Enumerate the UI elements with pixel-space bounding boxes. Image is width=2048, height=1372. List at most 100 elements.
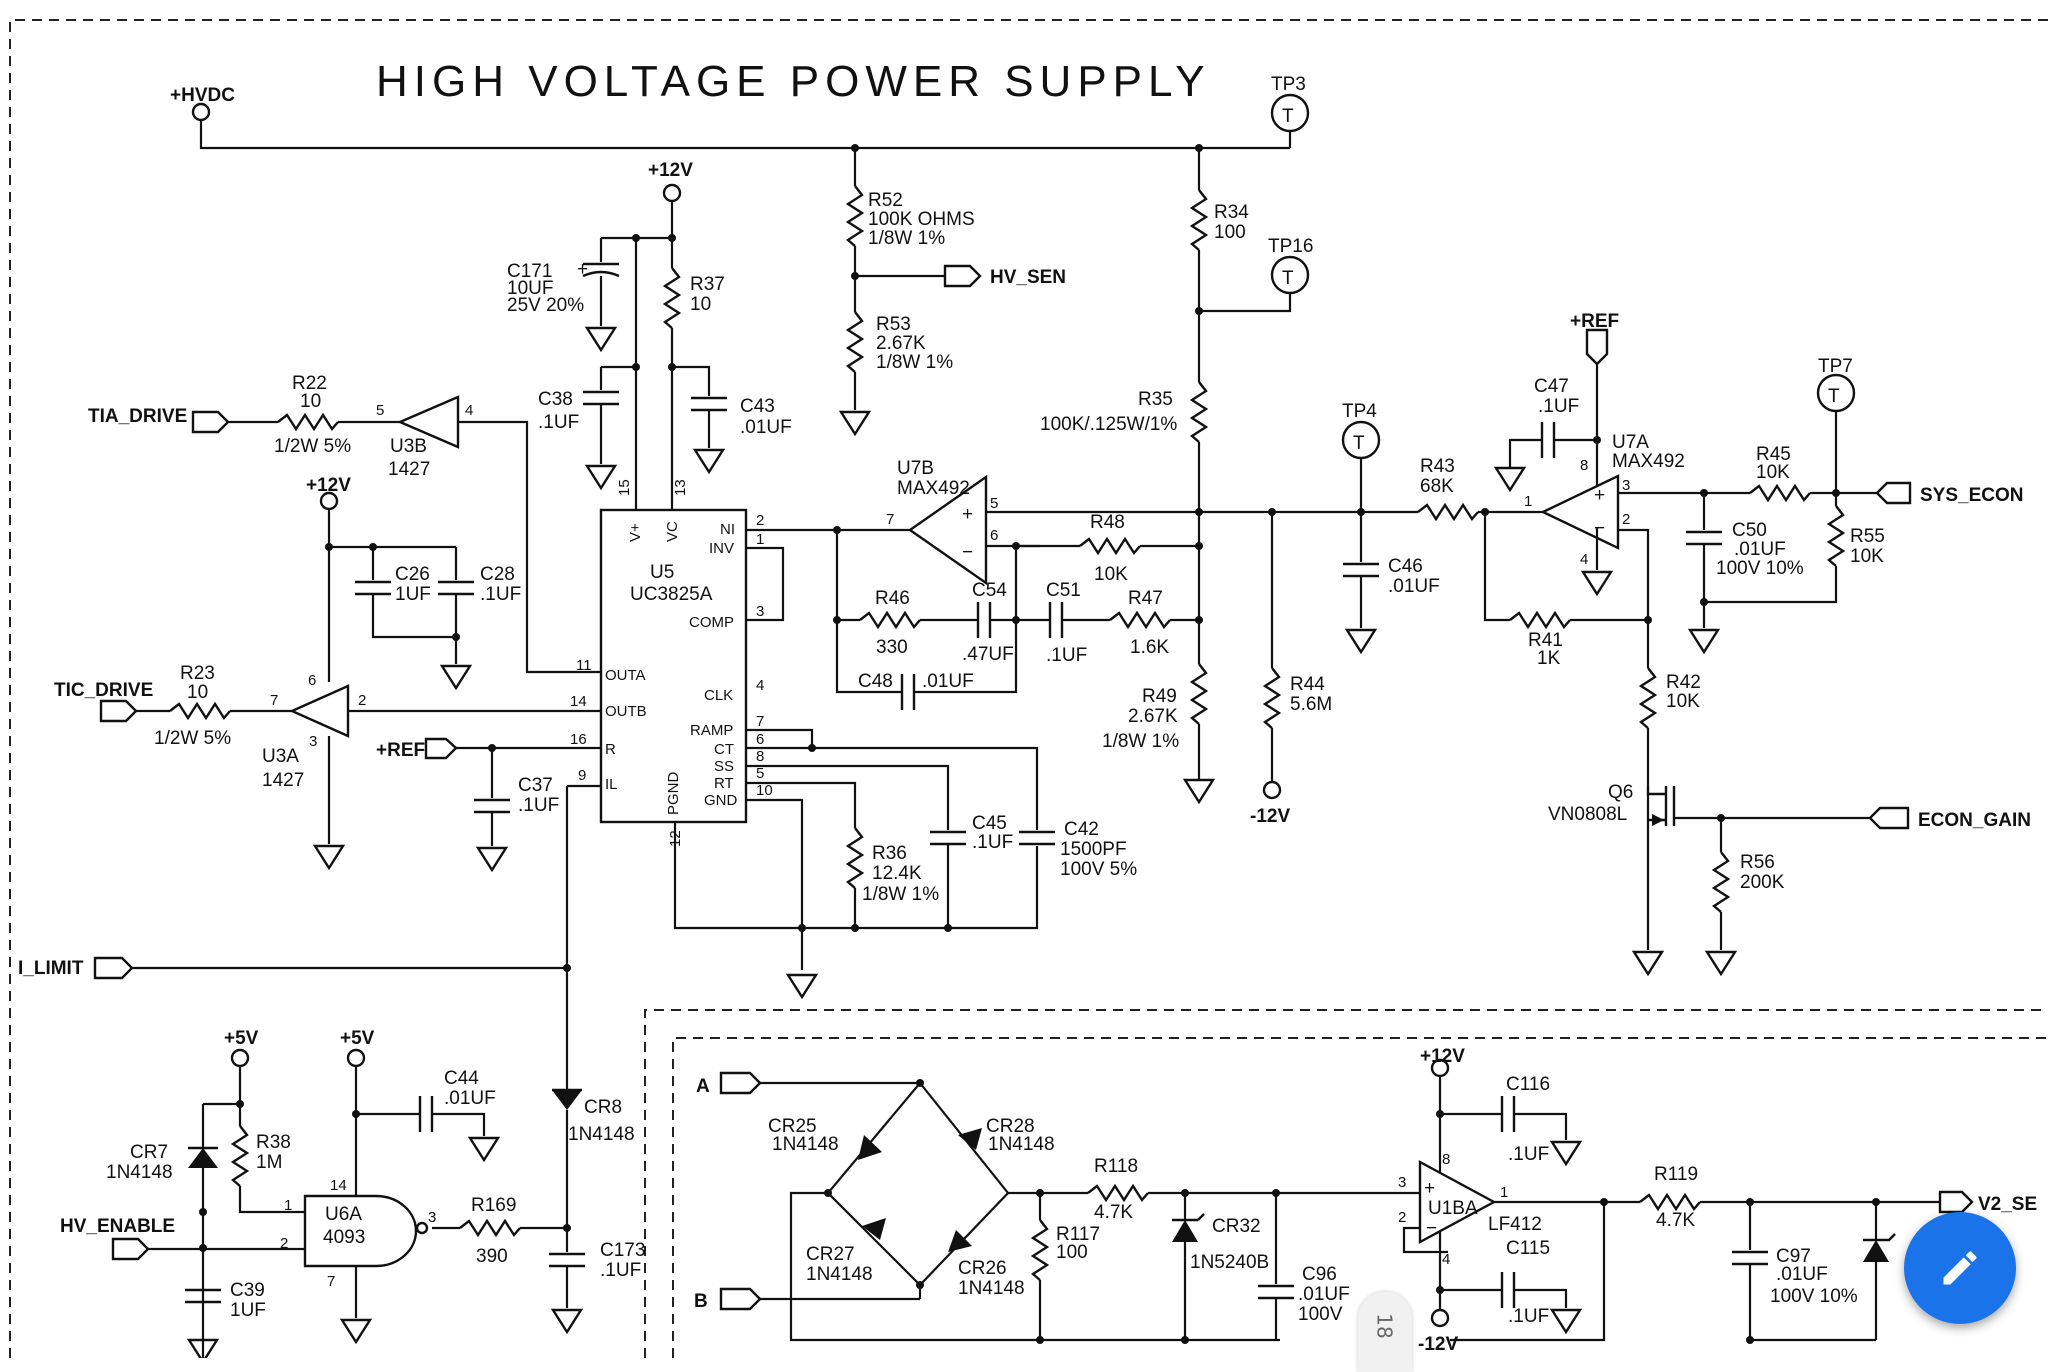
testpoint-tp3: T TP3 xyxy=(1270,74,1310,148)
svg-text:C42: C42 xyxy=(1064,819,1099,840)
svg-text:100V 5%: 100V 5% xyxy=(1060,859,1137,880)
resistor-r42: R42 10K xyxy=(1639,620,1701,786)
svg-text:CR8: CR8 xyxy=(584,1097,622,1118)
svg-text:10K: 10K xyxy=(1850,546,1884,567)
svg-text:.01UF: .01UF xyxy=(444,1088,496,1109)
resistor-r36: R36 12.4K 1/8W 1% xyxy=(846,826,939,928)
svg-text:7: 7 xyxy=(756,713,764,730)
opamp-u1ba: + − U1BA LF412 8 3 2 1 4 +12V -12V xyxy=(1398,1046,1604,1355)
svg-text:12.4K: 12.4K xyxy=(872,863,922,884)
page-number-tab[interactable]: 18 xyxy=(1358,1292,1412,1372)
net-ref-u7a: +REF xyxy=(1570,311,1619,444)
net-ref-u5: +REF xyxy=(376,737,601,761)
svg-text:T: T xyxy=(1282,106,1294,127)
svg-text:B: B xyxy=(694,1291,708,1312)
svg-text:UC3825A: UC3825A xyxy=(630,584,713,605)
resistor-r117: R117 100 xyxy=(1031,1189,1100,1344)
buffer-u3a: 7 6 2 3 U3A 1427 xyxy=(262,672,601,870)
svg-text:3: 3 xyxy=(1398,1174,1406,1191)
svg-text:4.7K: 4.7K xyxy=(1094,1202,1133,1223)
svg-text:COMP: COMP xyxy=(689,614,734,631)
resistor-r56: R56 200K xyxy=(1705,818,1785,976)
resistor-r23: R23 10 1/2W 5% xyxy=(154,663,292,749)
svg-text:SS: SS xyxy=(714,758,734,775)
svg-text:R43: R43 xyxy=(1420,456,1455,477)
svg-text:7: 7 xyxy=(886,511,894,528)
svg-text:MAX492: MAX492 xyxy=(897,478,970,499)
svg-text:U7A: U7A xyxy=(1612,432,1649,453)
svg-text:2.67K: 2.67K xyxy=(876,333,926,354)
svg-text:+REF: +REF xyxy=(376,740,425,761)
svg-text:5: 5 xyxy=(990,495,998,512)
svg-text:R44: R44 xyxy=(1290,674,1325,695)
svg-text:CR32: CR32 xyxy=(1212,1216,1261,1237)
capacitor-c96: C96 .01UF 100V xyxy=(1258,1193,1350,1340)
svg-text:R53: R53 xyxy=(876,314,911,335)
svg-text:1: 1 xyxy=(1524,493,1532,510)
svg-text:RT: RT xyxy=(714,775,734,792)
svg-text:I_LIMIT: I_LIMIT xyxy=(18,958,84,979)
svg-text:TP16: TP16 xyxy=(1268,236,1313,257)
svg-text:4: 4 xyxy=(1580,551,1588,568)
svg-text:1500PF: 1500PF xyxy=(1060,839,1127,860)
net-hvdc-label: +HVDC xyxy=(170,85,235,106)
svg-text:−: − xyxy=(1594,518,1605,539)
diode-cr8: CR8 1N4148 xyxy=(552,1088,635,1252)
svg-text:HV_SEN: HV_SEN xyxy=(990,267,1066,288)
svg-text:CR7: CR7 xyxy=(130,1142,168,1163)
svg-text:R47: R47 xyxy=(1128,588,1163,609)
svg-text:3: 3 xyxy=(428,1209,436,1226)
net-p5-u6a: +5V xyxy=(340,1028,420,1118)
svg-text:10: 10 xyxy=(690,294,711,315)
svg-text:330: 330 xyxy=(876,637,908,658)
svg-text:3: 3 xyxy=(309,733,317,750)
sheet-border-subcircuit xyxy=(644,1009,2048,1358)
svg-text:1N4148: 1N4148 xyxy=(106,1162,173,1183)
svg-text:T: T xyxy=(1353,433,1365,454)
svg-text:R: R xyxy=(605,741,616,758)
svg-text:.1UF: .1UF xyxy=(1508,1144,1549,1165)
svg-text:.1UF: .1UF xyxy=(480,584,521,605)
svg-text:A: A xyxy=(696,1076,710,1097)
svg-text:2: 2 xyxy=(358,692,366,709)
capacitor-c28: C28 .1UF xyxy=(438,547,521,690)
svg-text:14: 14 xyxy=(570,693,587,710)
svg-text:CR27: CR27 xyxy=(806,1244,855,1265)
svg-text:OUTB: OUTB xyxy=(605,703,647,720)
net-tic-drive: TIC_DRIVE xyxy=(54,680,170,723)
diode-cr27: CR27 1N4148 xyxy=(806,1244,873,1285)
net-econ-gain: ECON_GAIN xyxy=(1868,806,2031,831)
ic-u5: U5 UC3825A V+ VC 15 13 NI INV COMP CLK R… xyxy=(570,479,785,847)
svg-text:C171: C171 xyxy=(507,261,552,282)
resistor-r46: R46 330 xyxy=(875,588,910,658)
svg-text:U5: U5 xyxy=(650,562,674,583)
svg-text:.47UF: .47UF xyxy=(962,644,1014,665)
svg-text:−: − xyxy=(1426,1218,1437,1239)
svg-text:NI: NI xyxy=(720,521,735,538)
svg-text:C116: C116 xyxy=(1506,1074,1550,1095)
svg-text:3: 3 xyxy=(756,603,764,620)
svg-text:9: 9 xyxy=(578,767,586,784)
svg-text:R56: R56 xyxy=(1740,852,1775,873)
svg-text:8: 8 xyxy=(756,748,764,765)
svg-text:+: + xyxy=(962,504,973,525)
svg-text:C45: C45 xyxy=(972,813,1007,834)
svg-text:10: 10 xyxy=(187,682,208,703)
svg-text:.1UF: .1UF xyxy=(972,832,1013,853)
svg-text:C28: C28 xyxy=(480,564,515,585)
edit-fab-button[interactable] xyxy=(1904,1212,2016,1324)
capacitor-c97: C97 .01UF 100V 10% xyxy=(1732,1202,1876,1344)
svg-text:1427: 1427 xyxy=(262,770,304,791)
svg-text:+12V: +12V xyxy=(648,160,693,181)
svg-text:+12V: +12V xyxy=(306,475,351,496)
svg-text:.01UF: .01UF xyxy=(740,417,792,438)
svg-text:1UF: 1UF xyxy=(230,1300,266,1321)
svg-text:R45: R45 xyxy=(1756,444,1791,465)
svg-text:U7B: U7B xyxy=(897,458,934,479)
compensation-network xyxy=(833,530,1199,694)
svg-text:.1UF: .1UF xyxy=(1538,396,1579,417)
svg-text:1427: 1427 xyxy=(388,459,430,480)
capacitor-c45: C45 .1UF xyxy=(930,813,1013,928)
net-i-limit: I_LIMIT xyxy=(18,784,601,1090)
